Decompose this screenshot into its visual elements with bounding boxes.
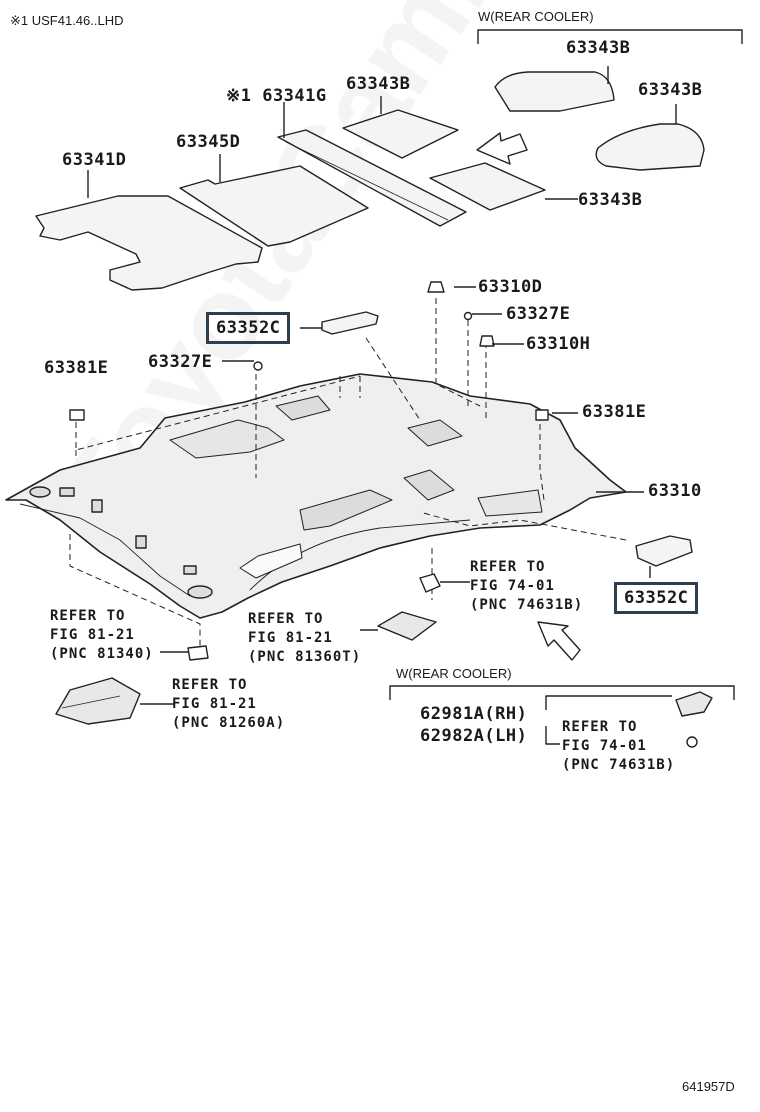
- pad-63343b-a: [494, 71, 615, 112]
- ref-line: FIG 74-01: [470, 578, 555, 594]
- ref-line: REFER TO: [248, 611, 324, 627]
- console-81260a: [55, 677, 141, 725]
- map-lamp-81340: [187, 645, 209, 661]
- figure-id: 641957D: [682, 1079, 735, 1094]
- ref-fig-81-21-c[interactable]: REFER TO FIG 81-21 (PNC 81260A): [172, 676, 285, 733]
- ref-line: REFER TO: [470, 559, 546, 575]
- ref-line: (PNC 81360T): [248, 649, 362, 665]
- part-63352c-1[interactable]: 63352C: [206, 312, 291, 344]
- header-note: ※1 USF41.46..LHD: [10, 13, 124, 28]
- clip-63310d: [427, 281, 445, 293]
- ref-fig-74-01-b[interactable]: REFER TO FIG 74-01 (PNC 74631B): [562, 718, 675, 775]
- lamp-62981a: [675, 691, 713, 717]
- ref-line: FIG 81-21: [50, 627, 135, 643]
- pad-63343b-c: [342, 109, 459, 159]
- dome-lamp-81360t: [377, 611, 437, 641]
- rear-cooler-bracket-top: [477, 29, 743, 44]
- part-63343b-2[interactable]: 63343B: [638, 80, 703, 100]
- part-63343b-4[interactable]: 63343B: [578, 190, 643, 210]
- part-63327e-1[interactable]: 63327E: [506, 304, 571, 324]
- pad-63343b-d: [429, 162, 546, 211]
- part-62982a[interactable]: 62982A(LH): [420, 726, 528, 746]
- rear-cooler-bracket-bottom: [389, 685, 735, 700]
- rear-cooler-label-bottom: W(REAR COOLER): [396, 666, 512, 681]
- part-63310h[interactable]: 63310H: [526, 334, 591, 354]
- part-63310[interactable]: 63310: [648, 481, 702, 501]
- part-63381e-1[interactable]: 63381E: [44, 358, 109, 378]
- ref-line: REFER TO: [50, 608, 126, 624]
- ref-fig-74-01-a[interactable]: REFER TO FIG 74-01 (PNC 74631B): [470, 558, 583, 615]
- rear-cooler-label-top: W(REAR COOLER): [478, 9, 594, 24]
- pad-63352c-a: [321, 311, 379, 335]
- part-63381e-2[interactable]: 63381E: [582, 402, 647, 422]
- ref-line: (PNC 81340): [50, 646, 154, 662]
- part-63341d[interactable]: 63341D: [62, 150, 127, 170]
- pad-63352c-b: [635, 535, 693, 567]
- pad-63343b-b: [595, 123, 705, 171]
- part-63343b-1[interactable]: 63343B: [566, 38, 631, 58]
- ref-fig-81-21-b[interactable]: REFER TO FIG 81-21 (PNC 81360T): [248, 610, 361, 667]
- pad-63341g: [277, 129, 467, 227]
- part-63345d[interactable]: 63345D: [176, 132, 241, 152]
- headliner-63310: [5, 373, 627, 619]
- direction-arrow-top: [476, 132, 528, 165]
- pad-63345d: [179, 165, 369, 247]
- part-63310d[interactable]: 63310D: [478, 277, 543, 297]
- ref-fig-81-21-a[interactable]: REFER TO FIG 81-21 (PNC 81340): [50, 607, 154, 664]
- part-63327e-2[interactable]: 63327E: [148, 352, 213, 372]
- pad-63341d: [35, 195, 263, 291]
- ref-line: FIG 81-21: [248, 630, 333, 646]
- direction-arrow-bottom: [537, 621, 581, 661]
- part-62981a[interactable]: 62981A(RH): [420, 704, 528, 724]
- part-63343b-3[interactable]: 63343B: [346, 74, 411, 94]
- ref-line: (PNC 74631B): [470, 597, 584, 613]
- ref-line: FIG 81-21: [172, 696, 257, 712]
- ref-line: REFER TO: [562, 719, 638, 735]
- ref-line: FIG 74-01: [562, 738, 647, 754]
- ref-line: REFER TO: [172, 677, 248, 693]
- clip-74631b: [419, 573, 441, 593]
- part-63352c-2[interactable]: 63352C: [614, 582, 699, 614]
- ref-line: (PNC 81260A): [172, 715, 286, 731]
- ref-line: (PNC 74631B): [562, 757, 676, 773]
- part-63341g[interactable]: ※1 63341G: [226, 86, 327, 106]
